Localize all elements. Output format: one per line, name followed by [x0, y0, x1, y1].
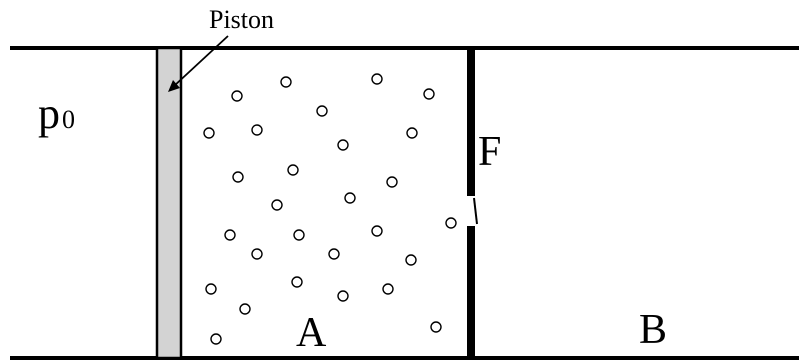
valve-flap[interactable] [473, 197, 478, 225]
molecule [445, 217, 457, 229]
molecule [371, 73, 383, 85]
molecule [287, 164, 299, 176]
molecule [205, 283, 217, 295]
piston-label: Piston [209, 5, 274, 34]
svg-text:p: p [38, 89, 60, 138]
molecule [316, 105, 328, 117]
molecule [232, 171, 244, 183]
svg-text:0: 0 [62, 105, 75, 134]
molecule [406, 127, 418, 139]
molecule [430, 321, 442, 333]
molecule [271, 199, 283, 211]
molecule [337, 290, 349, 302]
chamber-a-label: A [296, 310, 327, 356]
molecule [251, 248, 263, 260]
chamber-b-label: B [639, 307, 667, 353]
molecule [344, 192, 356, 204]
valve-label: F [478, 129, 501, 175]
molecule [337, 139, 349, 151]
piston[interactable] [155, 46, 183, 360]
molecule [291, 276, 303, 288]
molecule [382, 283, 394, 295]
piston-arrow-head [168, 80, 180, 92]
molecule [371, 225, 383, 237]
molecule [210, 333, 222, 345]
piston-arrow [173, 35, 229, 87]
molecule [251, 124, 263, 136]
molecule [405, 254, 417, 266]
molecule [280, 76, 292, 88]
molecule [224, 229, 236, 241]
molecule [423, 88, 435, 100]
gas-molecules [203, 73, 457, 345]
molecule [328, 248, 340, 260]
molecule [386, 176, 398, 188]
molecule [239, 303, 251, 315]
molecule [293, 229, 305, 241]
molecule [203, 127, 215, 139]
p0-label: p 0 [38, 89, 75, 138]
molecule [231, 90, 243, 102]
